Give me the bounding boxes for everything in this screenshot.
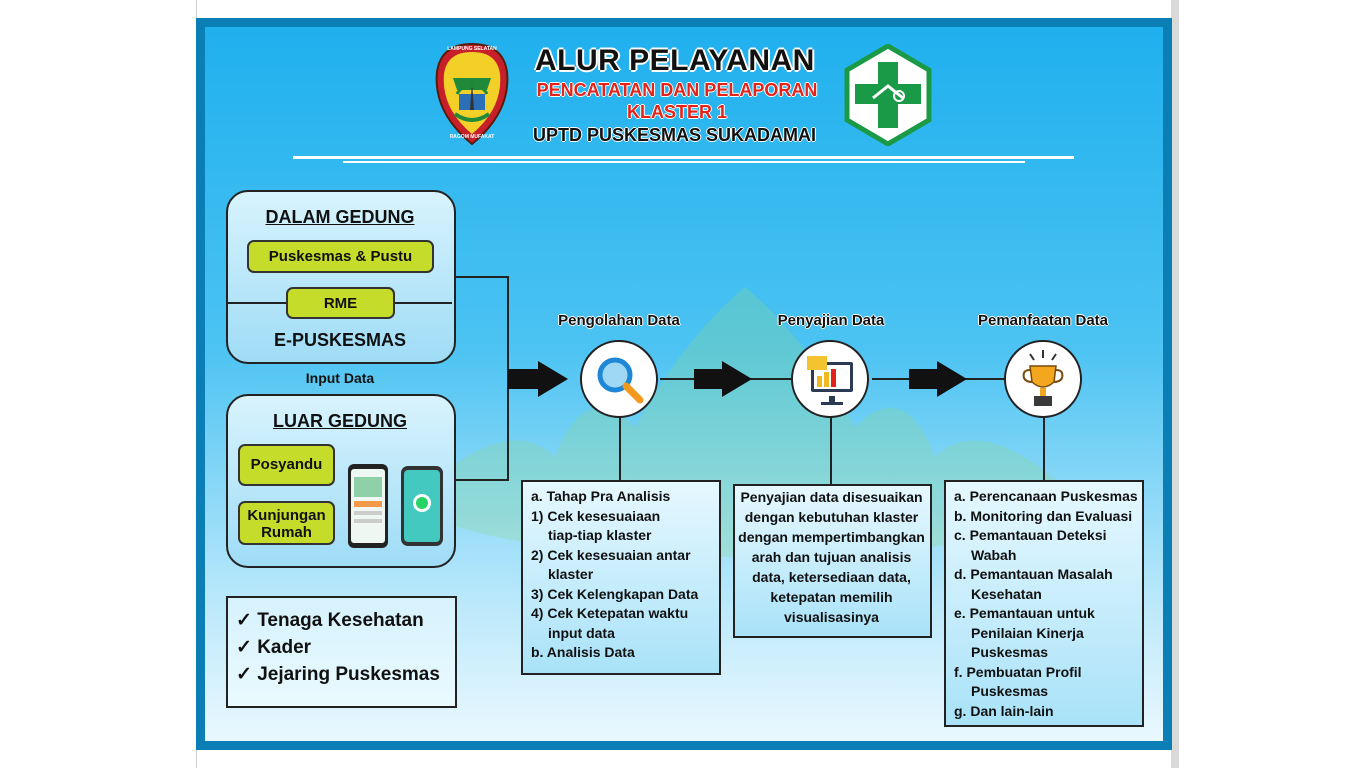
page-edge-right	[1171, 0, 1179, 768]
list-item: a. Perencanaan Puskesmas	[954, 488, 1138, 504]
processing-list: a. Tahap Pra Analisis 1) Cek kesesuaiaan t…	[531, 487, 713, 663]
logo-bottom-text: RAGOM MUFAKAT	[449, 134, 495, 140]
list-item: a. Tahap Pra Analisis	[531, 488, 671, 504]
logo-top-text: LAMPUNG SELATAN	[447, 46, 497, 52]
list-item: e. Pemantauan untuk	[954, 605, 1095, 621]
actors-list: ✓ Tenaga Kesehatan ✓ Kader ✓ Jejaring Pu…	[236, 607, 440, 688]
page-title: ALUR PELAYANAN	[535, 44, 815, 77]
list-item: Kesehatan	[971, 585, 1042, 602]
input-data-label: Input Data	[305, 370, 375, 386]
list-item: Puskesmas	[971, 683, 1049, 699]
inside-building-box	[226, 190, 456, 364]
list-item: c. Pemantauan Deteksi	[954, 527, 1107, 543]
pill-kunjungan-line2: Rumah	[261, 524, 312, 541]
list-item: f. Pembuatan Profil	[954, 663, 1082, 680]
whatsapp-phone-icon	[401, 466, 443, 546]
page-subtitle-2: KLASTER 1	[626, 102, 727, 122]
connector-step2-box	[830, 417, 832, 485]
step-title-presentation: Penyajian Data	[777, 312, 885, 329]
list-item: 2) Cek kesesuaian antar	[531, 546, 691, 563]
presentation-line: arah dan tujuan analisis	[751, 549, 912, 565]
arrow-right-3	[909, 361, 967, 397]
page-subtitle-3: UPTD PUSKESMAS SUKADAMAI	[533, 125, 817, 145]
actors-box	[226, 596, 457, 708]
pill-posyandu: Posyandu	[238, 444, 335, 486]
e-puskesmas-label: E-PUSKESMAS	[273, 330, 407, 350]
utilization-box	[944, 480, 1144, 727]
presentation-line: visualisasinya	[784, 609, 879, 625]
health-ministry-logo	[844, 44, 932, 146]
pill-rme: RME	[286, 287, 395, 319]
list-item: 4) Cek Ketepatan waktu	[531, 605, 689, 621]
actor-item: ✓ Jejaring Puskesmas	[236, 664, 440, 685]
list-item: input data	[548, 624, 615, 641]
utilization-list: a. Perencanaan Puskesmas b. Monitoring da…	[954, 487, 1138, 721]
inside-box-title: DALAM GEDUNG	[265, 207, 415, 227]
connector-step3-box	[1043, 417, 1045, 481]
list-item: 3) Cek Kelengkapan Data	[531, 585, 699, 602]
lampung-selatan-logo	[435, 42, 509, 146]
connector-inside-h	[455, 276, 508, 278]
presentation-line: dengan kebutuhan klaster	[744, 509, 919, 525]
trophy-icon	[1022, 350, 1064, 406]
check-icon: ✓	[236, 637, 252, 658]
list-item: b. Analisis Data	[531, 644, 635, 660]
list-item: b. Monitoring dan Evaluasi	[954, 507, 1133, 524]
presentation-text: Penyajian data disesuaikan dengan kebutuh…	[735, 487, 928, 627]
step-circle-presentation	[791, 340, 869, 418]
page-subtitle-1: PENCATATAN DAN PELAPORAN	[536, 80, 818, 100]
header-rule-bottom	[343, 161, 1025, 163]
list-item: klaster	[548, 566, 594, 582]
list-item: tiap-tiap klaster	[548, 527, 652, 543]
outside-box-title: LUAR GEDUNG	[273, 411, 407, 431]
pill-puskesmas-pustu: Puskesmas & Pustu	[247, 240, 434, 273]
presentation-box	[733, 484, 932, 638]
presentation-line: Penyajian data disesuaikan	[740, 489, 923, 505]
presentation-line: ketepatan memilih	[770, 589, 893, 605]
arrow-right-1	[508, 361, 568, 397]
presentation-line: data, ketersediaan data,	[752, 569, 911, 585]
list-item: d. Pemantauan Masalah	[954, 566, 1113, 582]
actor-item: ✓ Kader	[236, 637, 312, 658]
monitor-chart-icon	[807, 356, 853, 405]
arrow-right-2	[694, 361, 752, 397]
header-rule-top	[293, 156, 1074, 159]
step-title-processing: Pengolahan Data	[558, 312, 680, 329]
list-item: Penilaian Kinerja	[971, 624, 1084, 641]
list-item: 1) Cek kesesuaiaan	[531, 507, 661, 524]
check-icon: ✓	[236, 664, 252, 685]
step-circle-utilization	[1004, 340, 1082, 418]
presentation-line: dengan mempertimbangkan	[738, 529, 925, 545]
connector-step1-box	[619, 417, 621, 481]
step-circle-processing	[580, 340, 658, 418]
step-title-utilization: Pemanfaatan Data	[977, 312, 1109, 329]
connector-outside-h	[455, 479, 508, 481]
list-item: Wabah	[971, 546, 1017, 563]
check-icon: ✓	[236, 610, 252, 631]
phone-app-icon	[348, 464, 388, 548]
actor-item: ✓ Tenaga Kesehatan	[236, 610, 424, 631]
processing-box	[521, 480, 721, 675]
list-item: Puskesmas	[971, 644, 1049, 660]
magnifier-icon	[597, 357, 644, 404]
pill-kunjungan-rumah: Kunjungan Rumah	[238, 501, 335, 545]
list-item: g. Dan lain-lain	[954, 702, 1054, 719]
pill-kunjungan-line1: Kunjungan	[247, 507, 326, 524]
